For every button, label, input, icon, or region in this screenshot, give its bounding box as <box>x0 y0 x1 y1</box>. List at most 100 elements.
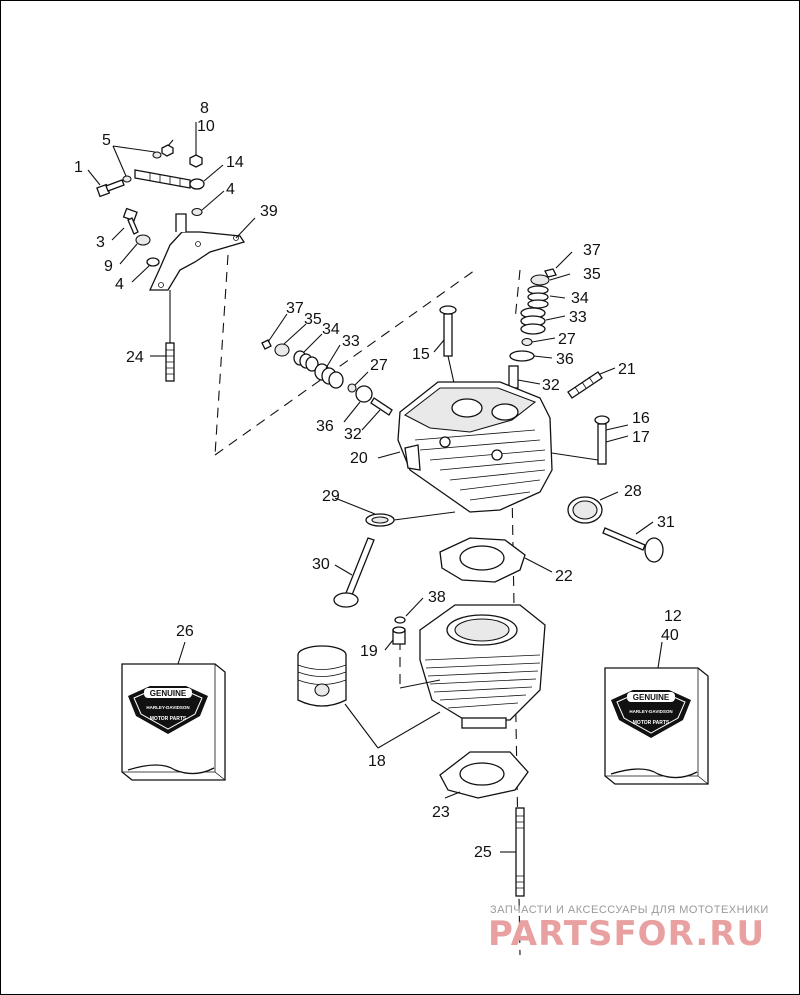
gasket-kit-box-12-40: GENUINE HARLEY-DAVIDSON MOTOR PARTS <box>604 667 709 785</box>
callout-37-right: 37 <box>583 242 601 259</box>
bracket-assembly <box>96 144 246 382</box>
kit-badge-middle-text-26: HARLEY-DAVIDSON <box>146 705 189 710</box>
callout-21: 21 <box>618 361 636 378</box>
washer-part-9 <box>135 234 151 246</box>
callout-19: 19 <box>360 643 378 660</box>
dowel-part-19 <box>392 626 406 645</box>
callout-28: 28 <box>624 483 642 500</box>
seat-part-36a <box>355 385 373 403</box>
callout-8: 8 <box>200 100 209 117</box>
callout-35-right: 35 <box>583 266 601 283</box>
callout-4-top: 4 <box>226 181 235 198</box>
valve-part-31 <box>602 527 664 563</box>
watermark: ЗАПЧАСТИ И АКСЕССУАРЫ ДЛЯ МОТОТЕХНИКИ PA… <box>488 904 769 954</box>
callout-23: 23 <box>432 804 450 821</box>
retainer-part-35b <box>530 274 550 286</box>
bolt-part-15 <box>439 305 457 357</box>
callout-26: 26 <box>176 623 194 640</box>
callout-30: 30 <box>312 556 330 573</box>
watermark-tagline: ЗАПЧАСТИ И АКСЕССУАРЫ ДЛЯ МОТОТЕХНИКИ <box>490 904 769 916</box>
callout-16: 16 <box>632 410 650 427</box>
guide-part-32b <box>508 365 519 389</box>
kit-badge-top-text-26: GENUINE <box>150 689 187 698</box>
watermark-logo: PARTSFOR.RU <box>488 914 765 954</box>
callout-20: 20 <box>350 450 368 467</box>
callout-25: 25 <box>474 844 492 861</box>
callout-34-left: 34 <box>322 321 340 338</box>
spring-part-34a <box>293 350 319 372</box>
nut-part-10 <box>161 144 174 157</box>
callout-14: 14 <box>226 154 244 171</box>
bolt-part-16 <box>594 415 610 465</box>
gasket-part-22 <box>439 537 526 583</box>
callout-15: 15 <box>412 346 430 363</box>
callout-34-right: 34 <box>571 290 589 307</box>
cylinder-part-18 <box>419 604 546 729</box>
bracket-part-39 <box>148 213 246 291</box>
nut-part-8 <box>189 154 203 168</box>
bolt-part-3 <box>122 207 139 235</box>
retainer-part-35a <box>274 343 290 357</box>
spring-part-34b <box>527 285 549 309</box>
washer-part-5b <box>152 151 162 159</box>
keeper-part-37b <box>544 268 557 278</box>
callout-labels: 1 5 8 10 14 4 39 3 9 4 24 37 35 34 33 27… <box>74 100 682 861</box>
callout-3: 3 <box>96 234 105 251</box>
gasket-kit-box-26: GENUINE HARLEY-DAVIDSON MOTOR PARTS <box>121 663 226 781</box>
callout-35-left: 35 <box>304 311 322 328</box>
callout-40: 40 <box>661 627 679 644</box>
stud-part-21 <box>567 371 603 399</box>
callout-32-left: 32 <box>344 426 362 443</box>
piston-part <box>297 645 347 707</box>
callout-9: 9 <box>104 258 113 275</box>
spring-part-33b <box>520 307 546 335</box>
seal-part-27b <box>521 337 533 347</box>
ring-part-38 <box>394 616 406 624</box>
callout-24: 24 <box>126 349 144 366</box>
bolt-part-1 <box>96 179 125 198</box>
callout-27-right: 27 <box>558 331 576 348</box>
washer-part-5a <box>122 175 132 183</box>
callout-39: 39 <box>260 203 278 220</box>
callout-33-right: 33 <box>569 309 587 326</box>
callout-38: 38 <box>428 589 446 606</box>
keeper-part-37a <box>261 339 272 350</box>
washer-part-4a <box>191 207 203 217</box>
washer-part-4b <box>146 257 160 267</box>
guide-part-32a <box>370 397 393 416</box>
callout-27-left: 27 <box>370 357 388 374</box>
left-valve-train <box>261 339 393 416</box>
kit-badge-bottom-text-26: MOTOR PARTS <box>150 716 187 722</box>
cylinder-head-part-20 <box>397 381 553 513</box>
callout-17: 17 <box>632 429 650 446</box>
callout-36-right: 36 <box>556 351 574 368</box>
callout-12: 12 <box>664 608 682 625</box>
seat-part-36b <box>509 350 535 362</box>
seal-part-27a <box>347 383 357 393</box>
kit-badge-bottom-text-12: MOTOR PARTS <box>633 720 670 726</box>
stud-part-25 <box>515 807 525 897</box>
stud-part-24 <box>165 342 175 382</box>
callout-31: 31 <box>657 514 675 531</box>
valve-part-30 <box>333 537 375 608</box>
callout-1: 1 <box>74 159 83 176</box>
seal-part-29 <box>365 513 395 527</box>
ring-part-28 <box>567 496 603 524</box>
callout-22: 22 <box>555 568 573 585</box>
callout-37-left: 37 <box>286 300 304 317</box>
right-valve-train <box>508 268 557 389</box>
kit-badge-middle-text-12: HARLEY-DAVIDSON <box>629 709 672 714</box>
callout-29: 29 <box>322 488 340 505</box>
rod-part-14 <box>134 169 205 190</box>
spring-part-33a <box>314 363 344 389</box>
callout-33-left: 33 <box>342 333 360 350</box>
callout-5: 5 <box>102 132 111 149</box>
kit-badge-top-text-12: GENUINE <box>633 693 670 702</box>
callout-10: 10 <box>197 118 215 135</box>
callout-36-left: 36 <box>316 418 334 435</box>
leader-lines <box>87 122 663 853</box>
gasket-part-23 <box>439 751 529 799</box>
callout-32-right: 32 <box>542 377 560 394</box>
callout-18: 18 <box>368 753 386 770</box>
